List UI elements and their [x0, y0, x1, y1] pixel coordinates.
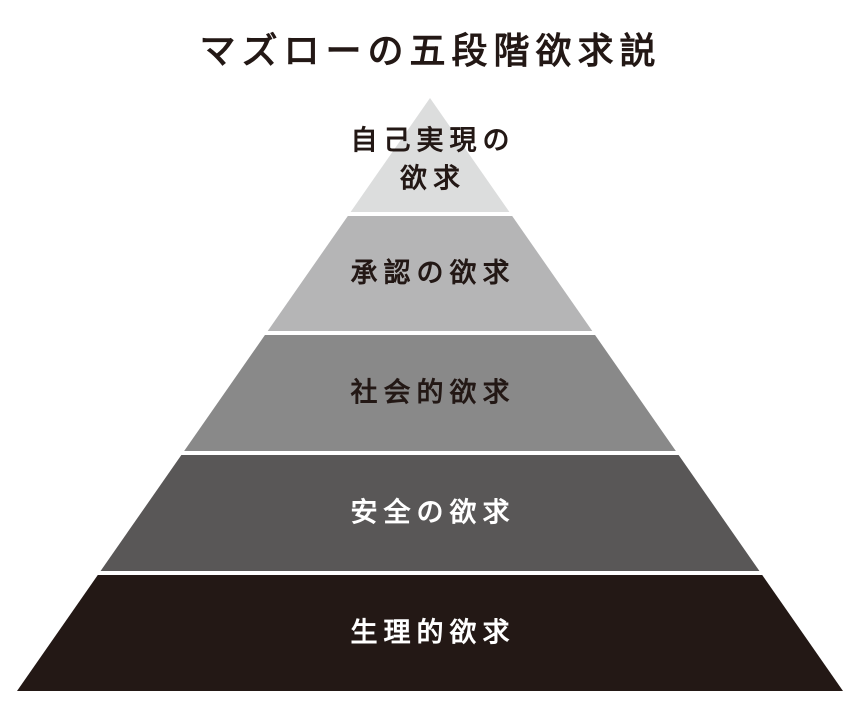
- pyramid-level-label: 社会的欲求: [351, 377, 516, 409]
- pyramid-level-3: 社会的欲求: [184, 335, 676, 451]
- pyramid-level-shape: [184, 335, 676, 451]
- pyramid-level-shape: [267, 216, 593, 331]
- pyramid-level-label: 安全の欲求: [351, 497, 516, 529]
- pyramid-level-shape: [350, 98, 510, 212]
- pyramid-level-shape: [100, 455, 760, 571]
- pyramid-level-shape: [17, 575, 843, 691]
- pyramid-level-label: 承認の欲求: [351, 257, 516, 289]
- pyramid-level-2: 承認の欲求: [267, 216, 593, 331]
- pyramid-level-4: 安全の欲求: [100, 455, 760, 571]
- pyramid-level-label: 欲求: [399, 164, 466, 195]
- diagram-title: マズローの五段階欲求説: [199, 31, 662, 72]
- pyramid-level-label: 生理的欲求: [351, 617, 516, 649]
- pyramid-level-label: 自己実現の: [351, 125, 516, 157]
- pyramid-level-5: 生理的欲求: [17, 575, 843, 691]
